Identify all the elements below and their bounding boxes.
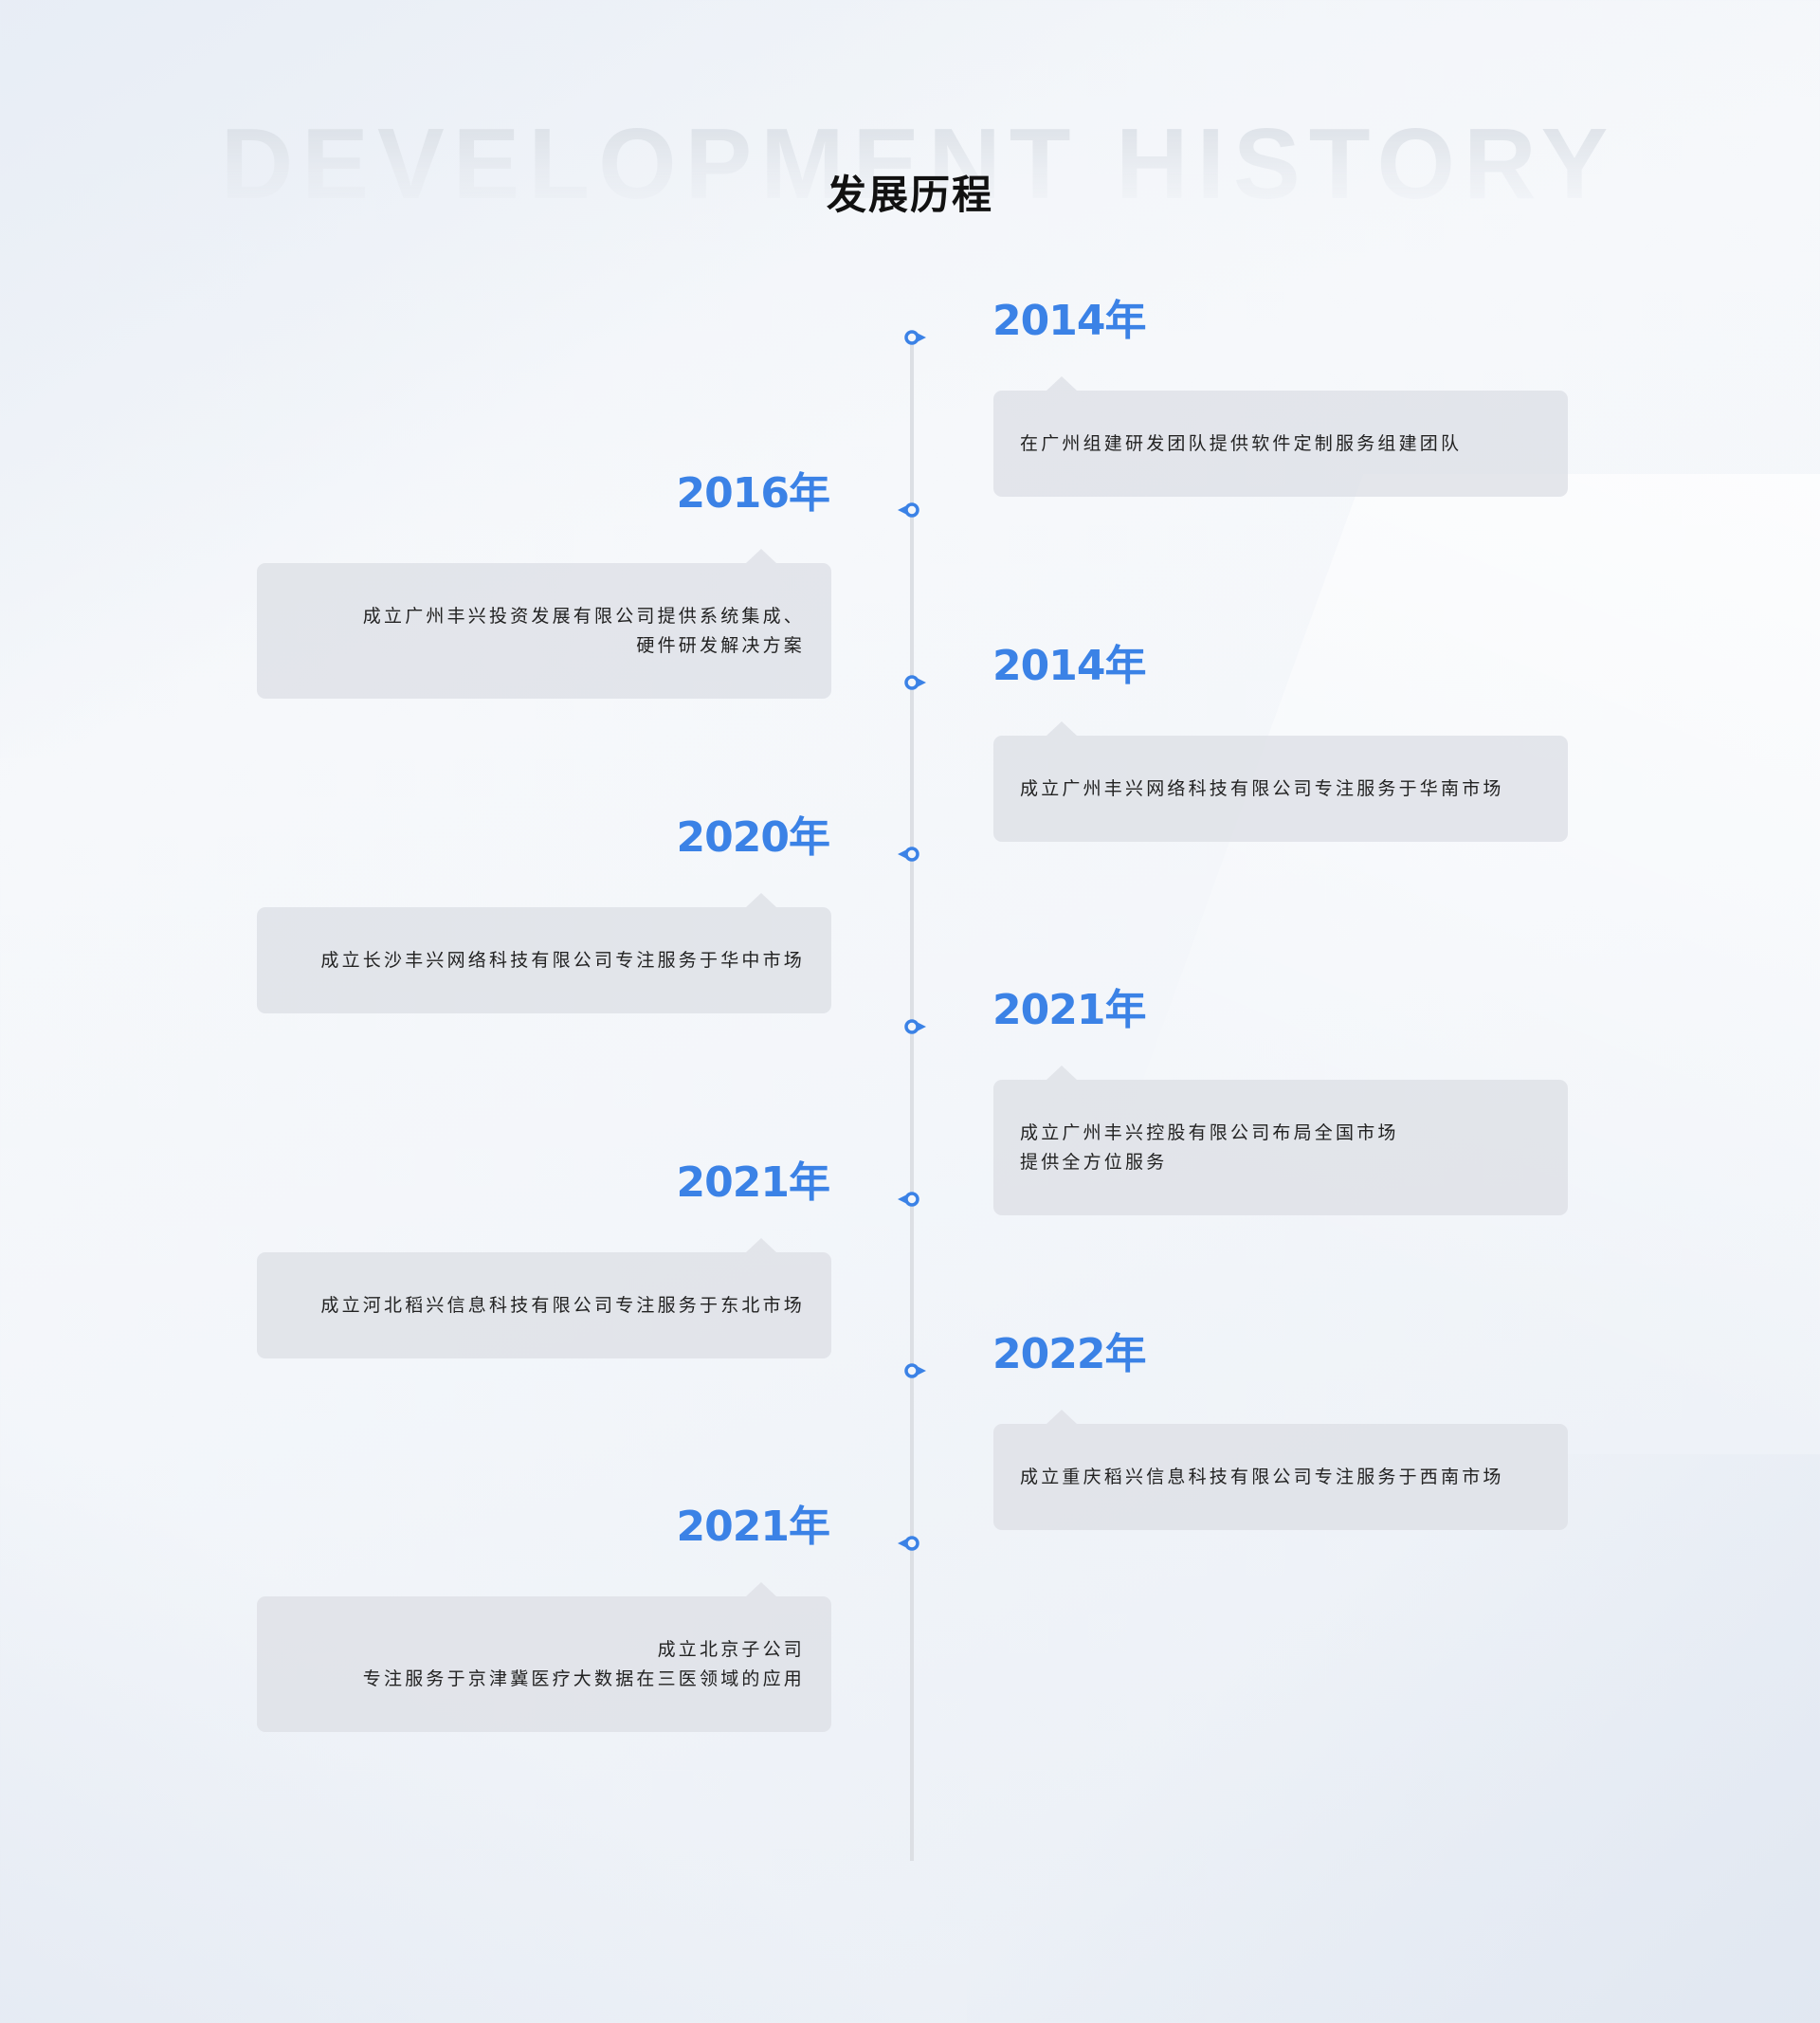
timeline-card: 成立广州丰兴投资发展有限公司提供系统集成、 硬件研发解决方案	[257, 549, 831, 699]
timeline-description: 成立广州丰兴网络科技有限公司专注服务于华南市场	[1020, 777, 1504, 799]
background-shape	[967, 1454, 1820, 2023]
timeline-card: 成立广州丰兴控股有限公司布局全国市场 提供全方位服务	[993, 1066, 1568, 1215]
card-pointer	[746, 893, 776, 907]
timeline-card: 成立重庆稻兴信息科技有限公司专注服务于西南市场	[993, 1410, 1568, 1530]
timeline-card: 成立北京子公司 专注服务于京津冀医疗大数据在三医领域的应用	[257, 1582, 831, 1732]
timeline-line	[910, 337, 914, 1861]
timeline-year: 2020年	[676, 813, 830, 862]
timeline-description: 在广州组建研发团队提供软件定制服务组建团队	[1020, 432, 1463, 454]
timeline-marker-icon	[903, 1362, 928, 1379]
timeline-year: 2016年	[676, 469, 830, 518]
timeline-year: 2021年	[676, 1158, 830, 1207]
card-pointer	[746, 1238, 776, 1252]
timeline-year: 2021年	[992, 986, 1146, 1034]
page-title: 发展历程	[826, 172, 993, 218]
timeline-marker-icon	[903, 1018, 928, 1035]
timeline-marker-icon	[896, 1535, 920, 1552]
timeline-description: 成立广州丰兴投资发展有限公司提供系统集成、 硬件研发解决方案	[362, 605, 805, 656]
background-shape	[0, 1090, 1060, 2023]
timeline-marker-icon	[896, 846, 920, 863]
timeline-description: 成立北京子公司 专注服务于京津冀医疗大数据在三医领域的应用	[362, 1638, 805, 1689]
card-pointer	[1046, 1066, 1077, 1080]
timeline-marker-icon	[896, 501, 920, 519]
timeline-year: 2022年	[992, 1330, 1146, 1378]
timeline-marker-icon	[903, 674, 928, 691]
timeline-card: 成立长沙丰兴网络科技有限公司专注服务于华中市场	[257, 893, 831, 1013]
timeline-description: 成立重庆稻兴信息科技有限公司专注服务于西南市场	[1020, 1466, 1504, 1487]
card-pointer	[746, 549, 776, 563]
timeline-description: 成立长沙丰兴网络科技有限公司专注服务于华中市场	[320, 949, 805, 971]
timeline-marker-icon	[896, 1191, 920, 1208]
card-pointer	[1046, 376, 1077, 391]
card-pointer	[1046, 721, 1077, 736]
timeline-year: 2014年	[992, 297, 1146, 345]
timeline-marker-icon	[903, 329, 928, 346]
timeline-year: 2021年	[676, 1503, 830, 1551]
timeline-card: 成立广州丰兴网络科技有限公司专注服务于华南市场	[993, 721, 1568, 842]
timeline-card: 成立河北稻兴信息科技有限公司专注服务于东北市场	[257, 1238, 831, 1358]
timeline-year: 2014年	[992, 642, 1146, 690]
card-pointer	[746, 1582, 776, 1596]
timeline-description: 成立河北稻兴信息科技有限公司专注服务于东北市场	[320, 1294, 805, 1316]
watermark-heading: DEVELOPMENT HISTORY	[0, 112, 1820, 216]
timeline-description: 成立广州丰兴控股有限公司布局全国市场 提供全方位服务	[1020, 1121, 1399, 1173]
card-pointer	[1046, 1410, 1077, 1424]
timeline-card: 在广州组建研发团队提供软件定制服务组建团队	[993, 376, 1568, 497]
